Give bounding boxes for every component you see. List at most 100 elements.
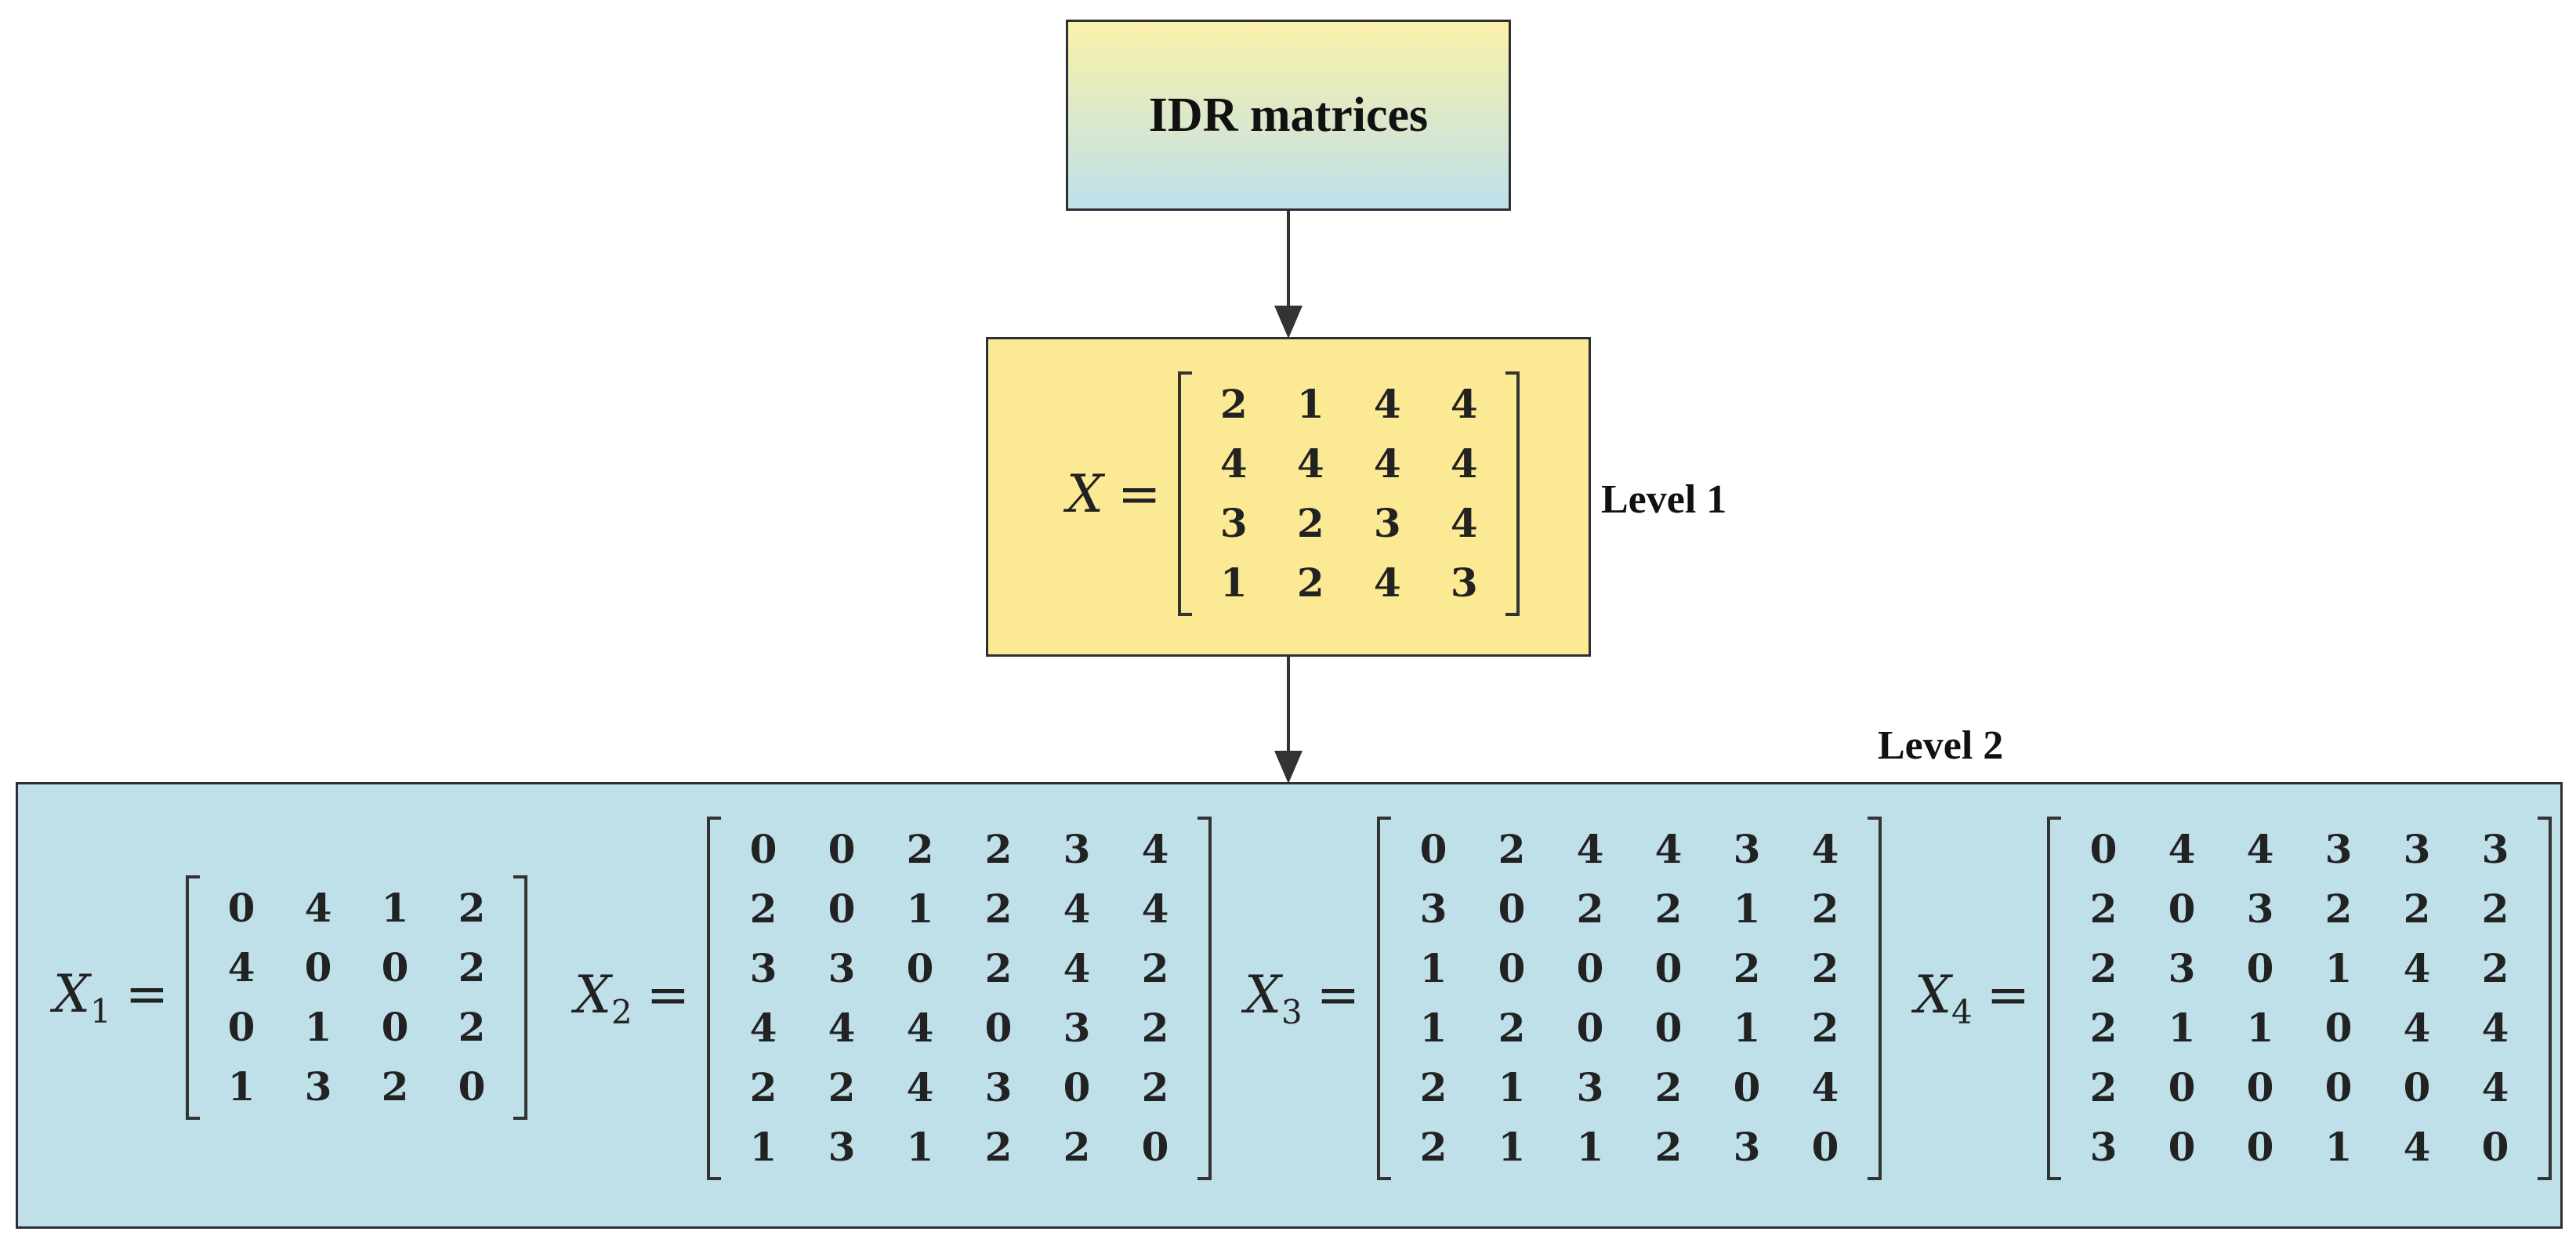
sub-matrix-1-cell-r4-c3: 2: [381, 1063, 409, 1110]
sub-matrix-4-cell-r1-c4: 3: [2324, 826, 2353, 872]
sub-matrix-4-cell-r1-c5: 3: [2403, 826, 2431, 872]
sub-matrix-2-cell-r3-c5: 4: [1063, 945, 1091, 991]
sub-matrix-4-cell-r4-c6: 4: [2481, 1005, 2509, 1051]
sub-matrix-3-cell-r3-c4: 0: [1654, 945, 1683, 991]
sub-matrix-3-cell-r2-c5: 1: [1733, 886, 1761, 932]
sub-matrix-3-cell-r6-c6: 0: [1811, 1124, 1839, 1170]
sub-matrix-2-cell-r1-c4: 2: [984, 826, 1013, 872]
sub-matrix-1-cell-r2-c3: 0: [381, 944, 409, 991]
sub-matrix-2-cell-r5-c6: 2: [1141, 1064, 1169, 1110]
sub-matrix-4-cell-r6-c3: 0: [2246, 1124, 2274, 1170]
root-matrix-cell-r3-c2: 2: [1296, 500, 1324, 546]
sub-matrix-3-cell-r3-c3: 0: [1576, 945, 1604, 991]
sub-matrix-2-cell-r2-c4: 2: [984, 886, 1013, 932]
sub-matrix-3-cell-r5-c6: 4: [1811, 1064, 1839, 1110]
root-matrix-cell-r4-c1: 1: [1219, 560, 1248, 606]
level1-label: Level 1: [1601, 477, 1727, 522]
sub-matrix-1-cell-r3-c1: 0: [227, 1004, 255, 1050]
sub-matrix-1-cell-r4-c2: 3: [304, 1063, 332, 1110]
sub-matrix-2-cell-r4-c6: 2: [1141, 1005, 1169, 1051]
arrowhead-level2: [1274, 751, 1302, 784]
sub-matrix-4-cell-r3-c2: 3: [2168, 945, 2196, 991]
sub-matrix-4-cell-r3-c3: 0: [2246, 945, 2274, 991]
sub-matrix-3-cell-r3-c6: 2: [1811, 945, 1839, 991]
root-matrix-label: X=: [1067, 463, 1161, 524]
sub-matrix-2-cell-r6-c2: 3: [828, 1124, 856, 1170]
sub-matrix-3-cell-r2-c6: 2: [1811, 886, 1839, 932]
sub-matrix-3-cell-r4-c4: 0: [1654, 1005, 1683, 1051]
root-matrix-cell-r4-c4: 3: [1450, 560, 1478, 606]
sub-matrix-4-cell-r4-c3: 1: [2246, 1005, 2274, 1051]
idr-matrices-node: IDR matrices: [1066, 20, 1511, 211]
sub-matrix-4-cell-r5-c4: 0: [2324, 1064, 2353, 1110]
sub-matrix-1-cell-r2-c1: 4: [227, 944, 255, 991]
sub-matrix-3-cell-r4-c6: 2: [1811, 1005, 1839, 1051]
sub-matrix-3-cell-r5-c3: 3: [1576, 1064, 1604, 1110]
sub-matrix-3-label: X3=: [1245, 965, 1360, 1032]
sub-matrix-2-cell-r6-c5: 2: [1063, 1124, 1091, 1170]
sub-matrix-4-cell-r2-c3: 3: [2246, 886, 2274, 932]
sub-matrix-2-cell-r1-c1: 0: [749, 826, 777, 872]
sub-matrix-2-cell-r3-c2: 3: [828, 945, 856, 991]
sub-matrix-4-cell-r6-c4: 1: [2324, 1124, 2353, 1170]
sub-matrix-3-cell-r2-c3: 2: [1576, 886, 1604, 932]
sub-matrix-2-cell-r5-c3: 4: [906, 1064, 934, 1110]
node-title: IDR matrices: [1148, 88, 1429, 142]
root-matrix-cell-r2-c2: 4: [1296, 440, 1324, 487]
sub-matrix-1-cell-r1-c1: 0: [227, 885, 255, 931]
sub-matrix-4-cell-r2-c4: 2: [2324, 886, 2353, 932]
sub-matrix-4-cell-r3-c4: 1: [2324, 945, 2353, 991]
sub-matrix-2-cell-r5-c5: 0: [1063, 1064, 1091, 1110]
sub-matrix-2-cell-r5-c4: 3: [984, 1064, 1013, 1110]
sub-matrix-4-cell-r3-c1: 2: [2089, 945, 2118, 991]
sub-matrix-3-cell-r2-c4: 2: [1654, 886, 1683, 932]
root-matrix-cell-r4-c3: 4: [1373, 560, 1401, 606]
sub-matrix-3-cell-r1-c5: 3: [1733, 826, 1761, 872]
root-matrix-cell-r1-c4: 4: [1450, 381, 1478, 427]
sub-matrix-4-cell-r4-c4: 0: [2324, 1005, 2353, 1051]
root-matrix-cell-r2-c1: 4: [1219, 440, 1248, 487]
sub-matrix-4-cell-r1-c2: 4: [2168, 826, 2196, 872]
sub-matrix-1-cell-r3-c2: 1: [304, 1004, 332, 1050]
sub-matrix-2-cell-r4-c3: 4: [906, 1005, 934, 1051]
root-matrix-cell-r3-c4: 4: [1450, 500, 1478, 546]
sub-matrix-3-cell-r5-c4: 2: [1654, 1064, 1683, 1110]
sub-matrix-2-cell-r6-c1: 1: [749, 1124, 777, 1170]
root-matrix-cell-r3-c1: 3: [1219, 500, 1248, 546]
sub-matrix-2-cell-r6-c3: 1: [906, 1124, 934, 1170]
sub-matrix-4-cell-r3-c6: 2: [2481, 945, 2509, 991]
sub-matrix-3-cell-r3-c2: 0: [1498, 945, 1526, 991]
sub-matrix-3-cell-r1-c3: 4: [1576, 826, 1604, 872]
sub-matrix-3-cell-r5-c2: 1: [1498, 1064, 1526, 1110]
sub-matrix-3-cell-r1-c6: 4: [1811, 826, 1839, 872]
sub-matrix-1-cell-r1-c2: 4: [304, 885, 332, 931]
sub-matrix-2-cell-r3-c4: 2: [984, 945, 1013, 991]
sub-matrix-4-cell-r4-c1: 2: [2089, 1005, 2118, 1051]
sub-matrix-2-cell-r5-c1: 2: [749, 1064, 777, 1110]
root-matrix-cell-r2-c4: 4: [1450, 440, 1478, 487]
sub-matrix-3-cell-r2-c2: 0: [1498, 886, 1526, 932]
sub-matrix-2-cell-r1-c5: 3: [1063, 826, 1091, 872]
sub-matrix-2-cell-r2-c5: 4: [1063, 886, 1091, 932]
sub-matrix-4-cell-r4-c5: 4: [2403, 1005, 2431, 1051]
sub-matrix-4-cell-r5-c5: 0: [2403, 1064, 2431, 1110]
sub-matrix-4-cell-r1-c6: 3: [2481, 826, 2509, 872]
sub-matrix-1-cell-r4-c4: 0: [458, 1063, 486, 1110]
sub-matrix-1-cell-r3-c4: 2: [458, 1004, 486, 1050]
root-matrix-cell-r1-c3: 4: [1373, 381, 1401, 427]
sub-matrix-1-cell-r2-c4: 2: [458, 944, 486, 991]
sub-matrix-3-cell-r1-c2: 2: [1498, 826, 1526, 872]
sub-matrix-2-cell-r4-c2: 4: [828, 1005, 856, 1051]
sub-matrix-3-cell-r3-c1: 1: [1419, 945, 1447, 991]
sub-matrix-1-cell-r4-c1: 1: [227, 1063, 255, 1110]
